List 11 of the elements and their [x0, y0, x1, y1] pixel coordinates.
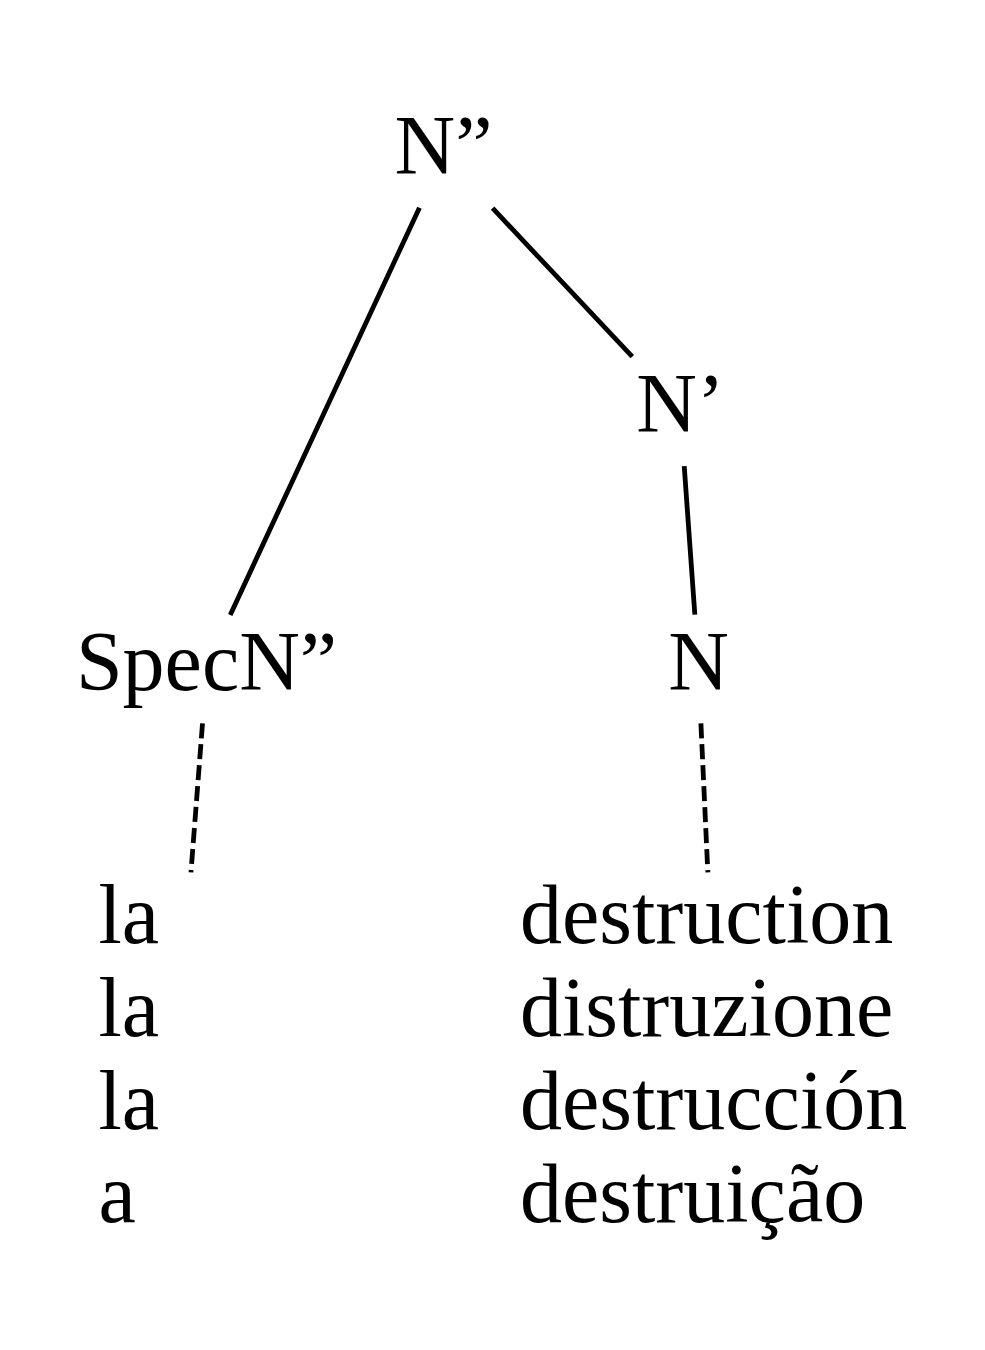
- node-text: la la la a: [98, 868, 159, 1241]
- node-text: N: [667, 614, 729, 708]
- node-text: destruction distruzione destrucción destruição: [519, 868, 907, 1241]
- connector: [490, 206, 634, 359]
- node-text: SpecN”: [75, 614, 337, 708]
- node-text: N”: [394, 98, 492, 192]
- node-text: N’: [635, 356, 725, 450]
- connector: [227, 206, 422, 616]
- connector: [698, 723, 710, 873]
- connector: [188, 723, 205, 873]
- connector: [681, 466, 697, 615]
